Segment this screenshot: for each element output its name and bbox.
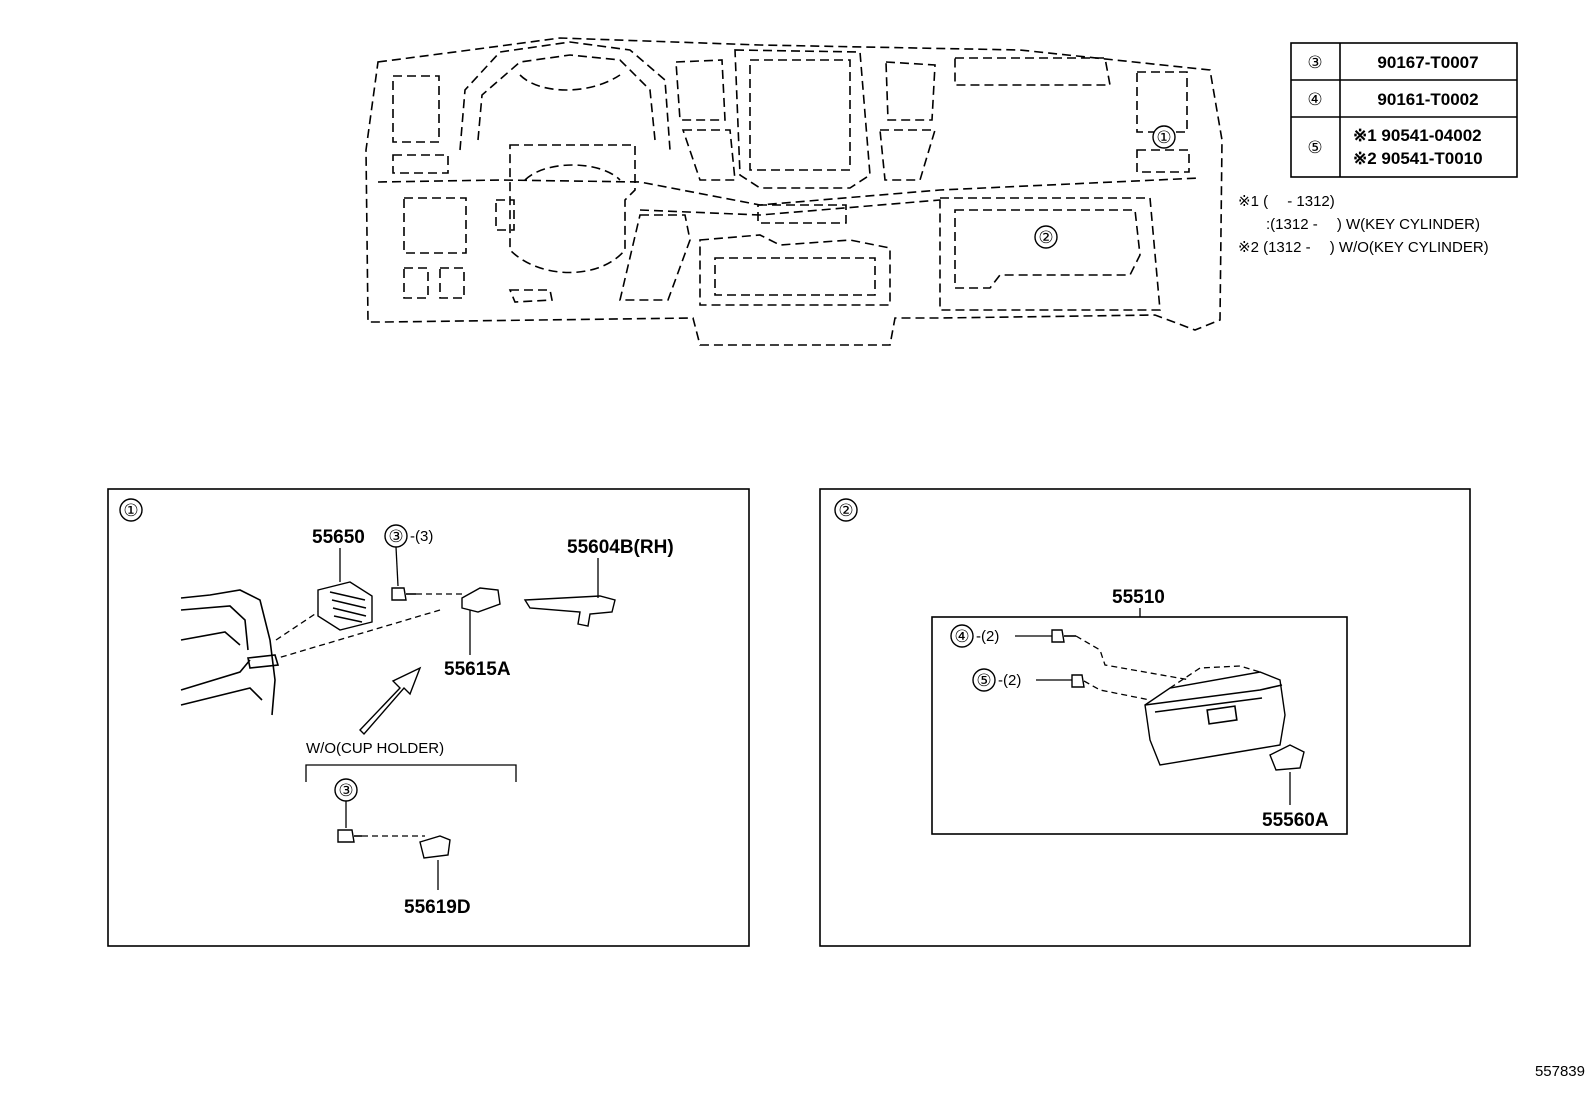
detail-1-panel: ① 55650 ③ -(3) 55615A 55604B(RH) bbox=[107, 488, 750, 947]
part-55619D-label: 55619D bbox=[404, 897, 471, 918]
screw-5-qty: -(2) bbox=[998, 672, 1021, 689]
legend-part-5a: ※1 90541-04002 bbox=[1353, 126, 1482, 145]
part-55604B-label: 55604B(RH) bbox=[567, 537, 674, 558]
dashboard-overview bbox=[365, 37, 1223, 346]
note-3: ※2 (1312 - ) W/O(KEY CYLINDER) bbox=[1238, 239, 1489, 256]
detail-1-label: ① bbox=[123, 501, 138, 520]
legend-ref-5: ⑤ bbox=[1307, 138, 1322, 157]
part-55560A-label: 55560A bbox=[1262, 810, 1329, 831]
part-55615A-label: 55615A bbox=[444, 659, 511, 680]
note-1: ※1 ( - 1312) bbox=[1238, 193, 1335, 210]
legend-ref-4: ④ bbox=[1307, 90, 1322, 109]
screw-4-callout: ④ bbox=[954, 627, 969, 646]
screw-5-callout: ⑤ bbox=[976, 671, 991, 690]
screw-3-callout: ③ bbox=[388, 527, 403, 546]
legend-part-3: 90167-T0007 bbox=[1377, 53, 1478, 72]
part-55510-label: 55510 bbox=[1112, 587, 1165, 608]
detail-2-label: ② bbox=[838, 501, 853, 520]
screw-4-qty: -(2) bbox=[976, 628, 999, 645]
note-2: :(1312 - ) W(KEY CYLINDER) bbox=[1266, 216, 1480, 233]
overview-callout-1: ① bbox=[1152, 125, 1176, 149]
overview-callout-2: ② bbox=[1034, 225, 1058, 249]
legend-table: ③ 90167-T0007 ④ 90161-T0002 ⑤ ※1 90541-0… bbox=[1290, 42, 1518, 178]
legend-part-4: 90161-T0002 bbox=[1377, 90, 1478, 109]
notes: ※1 ( - 1312) :(1312 - ) W(KEY CYLINDER) … bbox=[1238, 193, 1489, 256]
detail-2-panel: ② 55510 ④ -(2) ⑤ -(2) 55560A bbox=[819, 488, 1471, 947]
legend-ref-3: ③ bbox=[1307, 53, 1322, 72]
figure-id: 557839 bbox=[1535, 1063, 1585, 1080]
screw-3b-callout: ③ bbox=[338, 781, 353, 800]
option-label: W/O(CUP HOLDER) bbox=[306, 740, 444, 757]
part-55650-label: 55650 bbox=[312, 527, 365, 548]
screw-3-qty: -(3) bbox=[410, 528, 433, 545]
svg-text:①: ① bbox=[1156, 128, 1171, 147]
svg-text:②: ② bbox=[1038, 228, 1053, 247]
legend-part-5b: ※2 90541-T0010 bbox=[1353, 149, 1483, 168]
